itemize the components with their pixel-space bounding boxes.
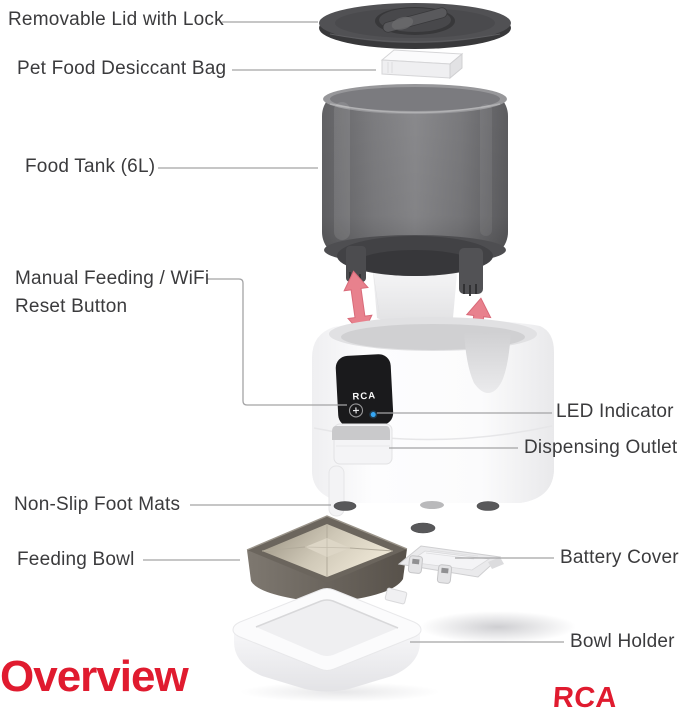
callout-battery-cover: Battery Cover — [560, 547, 679, 568]
bowl-holder-graphic — [232, 587, 576, 702]
tank-clip-right — [459, 248, 483, 296]
rca-logo-text: RCA — [552, 682, 619, 713]
callout-lines — [143, 21, 564, 643]
foot-mats-graphic — [333, 501, 500, 534]
food-tank-graphic — [322, 84, 508, 333]
callout-removable-lid: Removable Lid with Lock — [8, 9, 224, 30]
callout-led-indicator: LED Indicator — [556, 401, 674, 422]
manual-feed-button-icon — [348, 403, 364, 418]
callout-manual-feed-line2: Reset Button — [15, 296, 128, 317]
panel-brand-text: RCA — [352, 390, 376, 402]
callout-foot-mats: Non-Slip Foot Mats — [14, 494, 181, 515]
battery-cover-graphic — [397, 545, 504, 584]
callout-food-tank: Food Tank (6L) — [25, 156, 156, 177]
callout-bowl-holder: Bowl Holder — [570, 631, 675, 652]
callout-desiccant-bag: Pet Food Desiccant Bag — [17, 58, 227, 79]
callout-dispensing-outlet: Dispensing Outlet — [524, 437, 678, 458]
feeding-bowl-graphic — [246, 515, 408, 603]
dispensing-outlet-graphic — [332, 423, 393, 465]
feeder-base-graphic: RCA — [312, 317, 554, 517]
control-panel: RCA — [335, 354, 394, 427]
desiccant-bag-graphic — [380, 49, 464, 80]
callout-feeding-bowl: Feeding Bowl — [17, 549, 135, 570]
callout-manual-feed-line1: Manual Feeding / WiFi — [15, 268, 210, 289]
lid-graphic — [319, 3, 511, 49]
callout-manual-feed: Manual Feeding / WiFi Reset Button — [15, 265, 225, 321]
section-title: Overview — [0, 652, 189, 701]
lid-lock-handle-icon — [382, 7, 448, 33]
rca-logo: RCA — [552, 682, 619, 713]
